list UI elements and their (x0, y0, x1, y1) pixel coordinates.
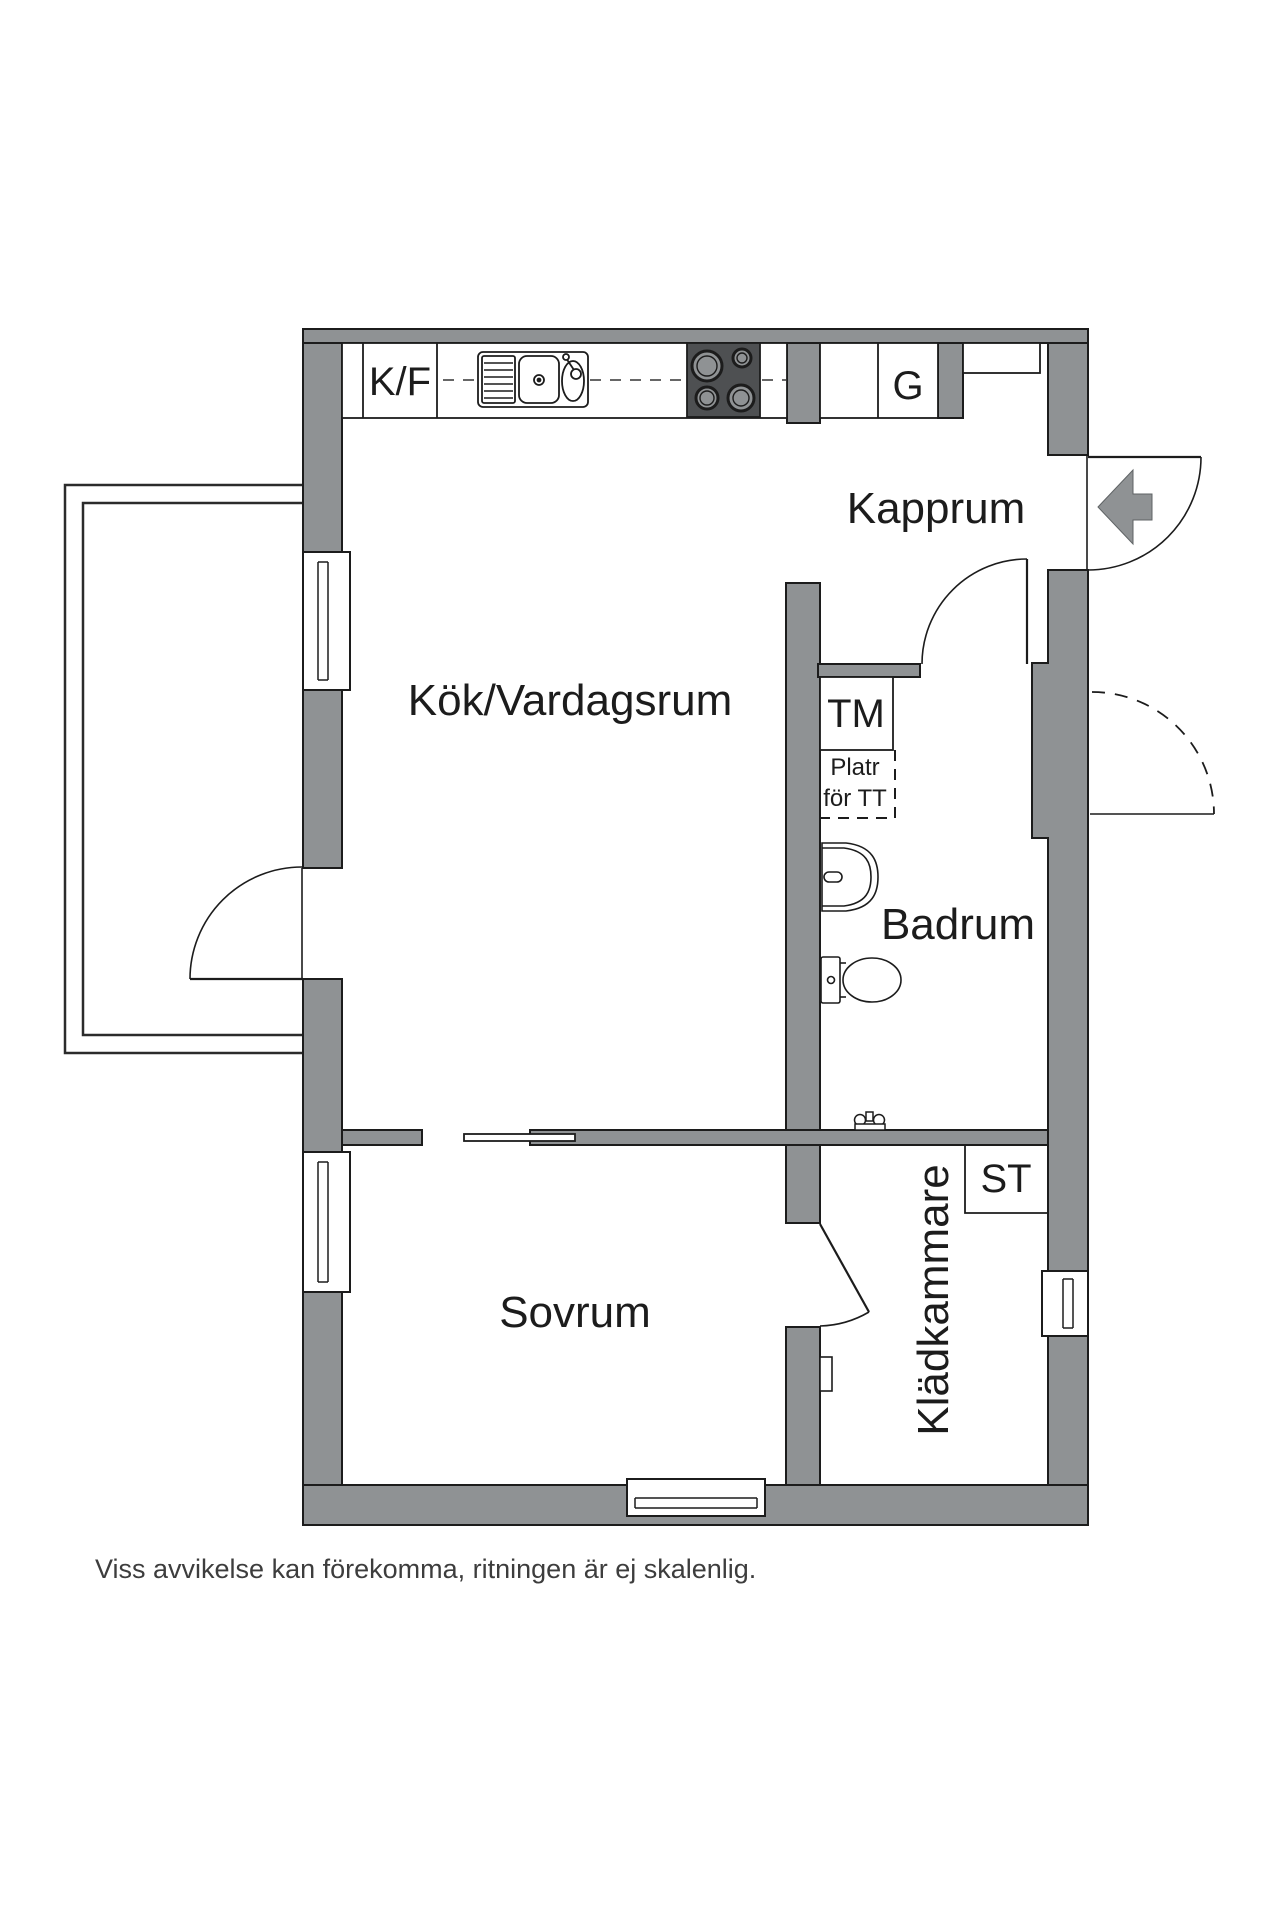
closet-door (819, 1223, 870, 1327)
shower-mixer-icon (853, 1111, 886, 1131)
sliding-door-bedroom (463, 1133, 576, 1142)
sink-tap-head (570, 368, 582, 380)
wall-closet-vertical-upper (785, 1144, 821, 1224)
wall-top (302, 328, 1089, 344)
washing-machine-box (819, 676, 894, 751)
entry-arrow-icon (1097, 468, 1153, 546)
window-bedroom-bottom (626, 1478, 766, 1517)
burner-top-right (731, 347, 753, 369)
burner-bottom-right (726, 383, 756, 413)
label-dryer-line2: för TT (823, 785, 887, 812)
toilet-icon (820, 956, 902, 1004)
burner-bottom-left (694, 385, 720, 411)
entry-door (1086, 455, 1202, 571)
bathroom-fixtures (819, 676, 1048, 1392)
disclaimer-text: Viss avvikelse kan förekomma, ritningen … (95, 1554, 756, 1584)
label-bathroom: Badrum (881, 900, 1035, 949)
labels: Kök/Vardagsrum Kapprum Badrum Sovrum Klä… (95, 360, 1035, 1584)
window-closet-right (1041, 1270, 1089, 1337)
exterior-dashed-door (1090, 691, 1215, 815)
wall-left-seg1 (302, 342, 343, 553)
label-washing-machine: TM (827, 692, 885, 736)
balcony-outer-rail (63, 483, 303, 1055)
label-wardrobe: G (892, 364, 923, 408)
label-kitchen-living: Kök/Vardagsrum (408, 676, 732, 725)
washbasin-icon (821, 842, 879, 912)
closet-wall-box (819, 1356, 833, 1392)
stove-icon (686, 342, 761, 418)
wall-block-right-of-g (937, 342, 964, 419)
wall-bathroom-top (817, 663, 921, 678)
hall-cabinet-run (819, 342, 939, 419)
label-fridge-freezer: K/F (369, 360, 431, 404)
label-storage: ST (980, 1157, 1031, 1201)
hall-hat-shelf (962, 342, 1041, 374)
sink-icon (477, 351, 589, 408)
label-closet: Klädkammare (909, 1164, 958, 1435)
wall-right-mid (1031, 569, 1089, 1272)
sink-drain-dot (536, 377, 542, 383)
burner-ring-3 (699, 390, 715, 406)
burner-ring-1 (696, 355, 718, 377)
doors (189, 455, 1215, 1327)
dryer-space-dashed-box (820, 750, 896, 819)
wall-bedroom-seg2 (529, 1129, 1049, 1146)
sink-tap-base (562, 353, 570, 361)
window-bedroom-left (302, 1151, 351, 1293)
wall-closet-vertical-lower (785, 1326, 821, 1486)
sink-drain-ribs (484, 362, 513, 399)
wall-right-above-entry (1047, 342, 1089, 456)
window-kitchen-left (302, 551, 351, 691)
windows (302, 551, 1089, 1517)
balcony-door (189, 866, 303, 981)
label-bedroom: Sovrum (499, 1288, 651, 1337)
storage-box (964, 1145, 1048, 1214)
label-hall: Kapprum (847, 484, 1026, 533)
walls (302, 328, 1089, 1526)
wall-bedroom-seg1 (341, 1129, 423, 1146)
burner-ring-2 (736, 352, 748, 364)
burner-ring-4 (732, 389, 750, 407)
label-dryer-line1: Platr (830, 754, 879, 781)
balcony (63, 483, 303, 1055)
bathroom-door (921, 558, 1029, 665)
wall-left-seg2 (302, 689, 343, 869)
wall-left-seg3 (302, 978, 343, 1153)
wall-mid-vertical (785, 582, 821, 1131)
wall-right-below-window (1047, 1335, 1089, 1492)
balcony-inner-rail (81, 501, 303, 1037)
wall-stub-kitchen-hall (786, 342, 821, 424)
